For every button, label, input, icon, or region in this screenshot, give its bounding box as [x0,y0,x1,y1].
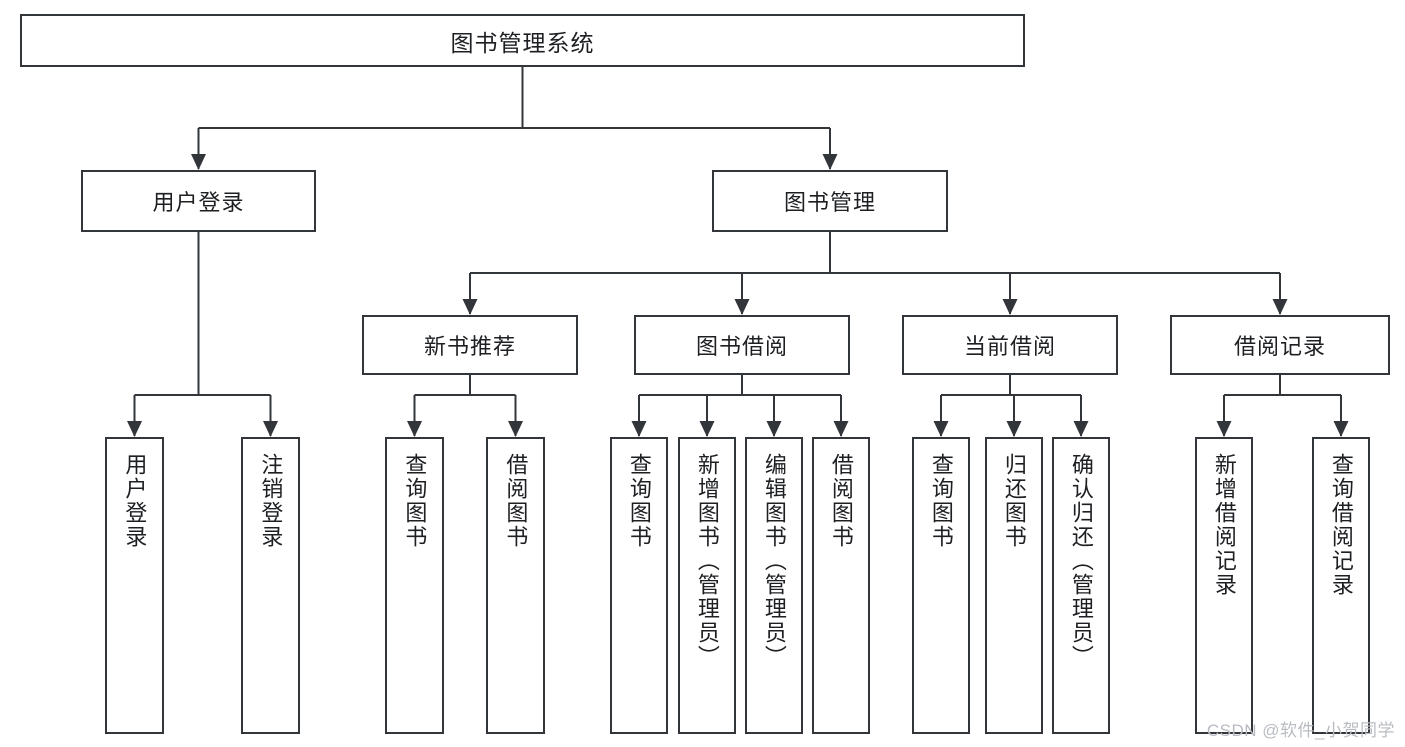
node-cur-confirm[interactable]: 确认归还（管理员） [1052,437,1110,734]
node-label-login-in: 用户登录 [122,453,148,549]
node-cur-query[interactable]: 查询图书 [912,437,970,734]
node-label-rec-add: 新增借阅记录 [1211,453,1237,597]
node-login[interactable]: 用户登录 [81,170,316,232]
node-label-new-borrow: 借阅图书 [503,453,529,549]
node-bo-borrow[interactable]: 借阅图书 [812,437,870,734]
node-label-root: 图书管理系统 [450,29,595,56]
node-root[interactable]: 图书管理系统 [20,14,1025,67]
node-label-rec-query: 查询借阅记录 [1328,453,1354,597]
node-login-in[interactable]: 用户登录 [105,437,164,734]
node-label-login: 用户登录 [152,190,245,215]
node-rec-add[interactable]: 新增借阅记录 [1195,437,1253,734]
node-borrow[interactable]: 图书借阅 [634,315,850,375]
node-bo-edit[interactable]: 编辑图书（管理员） [745,437,803,734]
node-label-current: 当前借阅 [963,334,1056,359]
node-label-cur-return: 归还图书 [1001,453,1027,549]
node-rec-query[interactable]: 查询借阅记录 [1312,437,1370,734]
watermark: CSDN @软件_小贺同学 [1206,721,1395,740]
node-newbook[interactable]: 新书推荐 [362,315,578,375]
node-records[interactable]: 借阅记录 [1170,315,1390,375]
node-bo-add[interactable]: 新增图书（管理员） [678,437,736,734]
node-label-bo-edit: 编辑图书（管理员） [761,453,787,669]
node-label-borrow: 图书借阅 [695,334,788,359]
node-label-login-out: 注销登录 [258,453,284,549]
node-login-out[interactable]: 注销登录 [241,437,300,734]
node-bo-query[interactable]: 查询图书 [610,437,668,734]
node-label-new-query: 查询图书 [402,453,428,549]
node-label-bo-query: 查询图书 [626,453,652,549]
node-bookmgmt[interactable]: 图书管理 [712,170,948,232]
node-label-bo-add: 新增图书（管理员） [694,453,720,669]
node-new-query[interactable]: 查询图书 [385,437,444,734]
node-label-records: 借阅记录 [1233,334,1326,359]
node-label-bookmgmt: 图书管理 [783,190,876,215]
node-label-bo-borrow: 借阅图书 [828,453,854,549]
node-label-cur-confirm: 确认归还（管理员） [1068,453,1094,669]
node-current[interactable]: 当前借阅 [902,315,1118,375]
node-label-newbook: 新书推荐 [423,334,516,359]
node-new-borrow[interactable]: 借阅图书 [486,437,545,734]
node-label-cur-query: 查询图书 [928,453,954,549]
node-cur-return[interactable]: 归还图书 [985,437,1043,734]
